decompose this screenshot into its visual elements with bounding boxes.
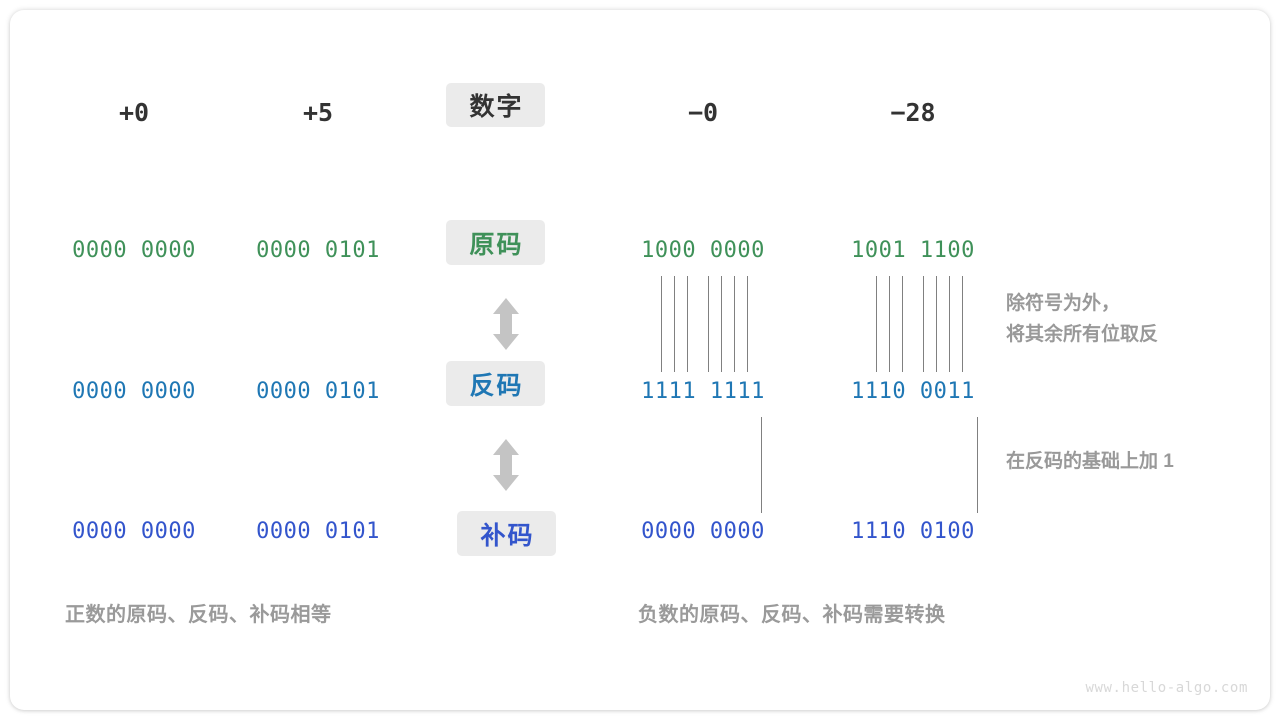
bit-connector-line <box>721 276 722 372</box>
column-header-minus-twentyeight: −28 <box>890 98 936 127</box>
bit-connector-line <box>923 276 924 372</box>
diagram-card: +0 +5 数字 −0 −28 原码 0000 0000 0000 0101 1… <box>10 10 1270 710</box>
annotation-invert-bits: 除符号为外， 将其余所有位取反 <box>1006 293 1159 345</box>
bit-connector-line <box>949 276 950 372</box>
bits-sign-magnitude-minus-twentyeight: 1001 1100 <box>851 238 975 263</box>
bit-connector-line <box>902 276 903 372</box>
annotation-add-one: 在反码的基础上加 1 <box>1006 451 1174 472</box>
bits-ones-complement-plus-five: 0000 0101 <box>256 379 380 404</box>
bits-sign-magnitude-minus-zero: 1000 0000 <box>641 238 765 263</box>
bits-twos-complement-plus-zero: 0000 0000 <box>72 519 196 544</box>
row-label-ones-complement: 反码 <box>446 361 545 406</box>
bits-twos-complement-minus-twentyeight: 1110 0100 <box>851 519 975 544</box>
row-header-chip-number: 数字 <box>446 83 545 127</box>
bit-connector-line <box>687 276 688 372</box>
bits-twos-complement-plus-five: 0000 0101 <box>256 519 380 544</box>
carry-connector-line <box>977 417 978 513</box>
bits-ones-complement-minus-twentyeight: 1110 0011 <box>851 379 975 404</box>
bit-connector-line <box>734 276 735 372</box>
bit-connector-line <box>674 276 675 372</box>
bit-connector-line <box>936 276 937 372</box>
column-header-plus-five: +5 <box>302 98 334 127</box>
bit-connector-line <box>962 276 963 372</box>
bits-sign-magnitude-plus-zero: 0000 0000 <box>72 238 196 263</box>
caption-positive: 正数的原码、反码、补码相等 <box>65 604 332 626</box>
bits-twos-complement-minus-zero: 0000 0000 <box>641 519 765 544</box>
caption-negative: 负数的原码、反码、补码需要转换 <box>638 604 946 626</box>
carry-connector-line <box>761 417 762 513</box>
watermark-url: www.hello-algo.com <box>1085 680 1248 696</box>
double-arrow-icon-ones-to-twos <box>491 439 521 491</box>
bit-connector-line <box>661 276 662 372</box>
bit-connector-line <box>747 276 748 372</box>
bit-connector-line <box>708 276 709 372</box>
row-label-sign-magnitude: 原码 <box>446 220 545 265</box>
bits-ones-complement-minus-zero: 1111 1111 <box>641 379 765 404</box>
row-label-twos-complement: 补码 <box>457 511 556 556</box>
bit-connector-line <box>876 276 877 372</box>
bit-connector-line <box>889 276 890 372</box>
column-header-plus-zero: +0 <box>118 98 150 127</box>
column-header-minus-zero: −0 <box>687 98 719 127</box>
bits-sign-magnitude-plus-five: 0000 0101 <box>256 238 380 263</box>
double-arrow-icon-sign-to-ones <box>491 298 521 350</box>
bits-ones-complement-plus-zero: 0000 0000 <box>72 379 196 404</box>
